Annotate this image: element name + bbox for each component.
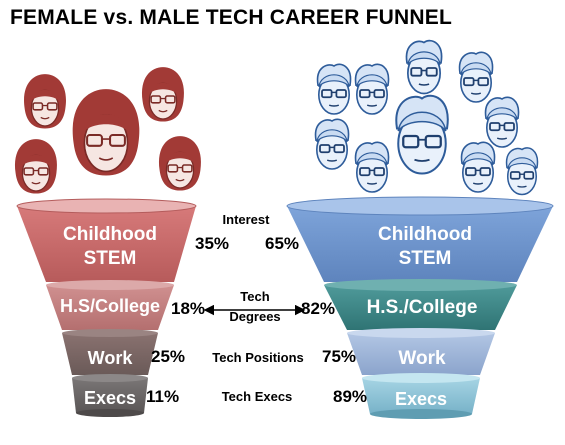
- female-funnel-rim: [46, 280, 174, 290]
- female-funnel-base: [76, 409, 144, 417]
- male-stage-3: Execs: [362, 373, 480, 419]
- male-funnel-rim: [324, 279, 517, 291]
- male-value: 65%: [265, 234, 299, 253]
- female-face-icon: [72, 89, 140, 176]
- female-funnel-segment: [62, 333, 158, 375]
- male-face-icon: [314, 118, 350, 170]
- chart-title: FEMALE vs. MALE TECH CAREER FUNNEL: [10, 6, 452, 29]
- center-label-interest: Interest: [223, 212, 271, 227]
- female-value: 18%: [171, 299, 205, 318]
- female-stage-2: Work: [62, 329, 158, 375]
- female-stage-3: Execs: [72, 374, 148, 417]
- female-face-icon: [142, 67, 184, 122]
- female-value: 35%: [195, 234, 229, 253]
- male-face-icon: [395, 94, 449, 175]
- male-face-icon: [354, 63, 390, 115]
- center-label-tech-execs: Tech Execs: [222, 389, 293, 404]
- male-faces-group: [314, 39, 539, 196]
- male-face-icon: [484, 96, 520, 148]
- male-value: 89%: [333, 387, 367, 406]
- female-stage-1: H.S/College: [46, 280, 174, 330]
- female-face-icon: [159, 136, 201, 191]
- male-face-icon: [405, 39, 443, 95]
- male-value: 82%: [301, 299, 335, 318]
- male-funnel-base: [370, 409, 472, 419]
- male-stage-2: Work: [347, 328, 495, 375]
- male-face-icon: [458, 51, 494, 103]
- male-funnel-segment: [362, 378, 480, 414]
- female-funnel-segment: [46, 285, 174, 330]
- female-stage-label: Work: [88, 348, 134, 368]
- female-face-icon: [24, 74, 66, 129]
- female-faces-group: [15, 67, 201, 194]
- male-face-icon: [354, 141, 390, 193]
- male-funnel-rim: [362, 373, 480, 383]
- center-label-tech-positions: Tech Positions: [212, 350, 304, 365]
- female-stage-label: H.S/College: [60, 296, 160, 316]
- male-values: 65% 82% 75% 89%: [265, 234, 367, 406]
- female-funnel-rim: [72, 374, 148, 382]
- male-face-icon: [460, 141, 496, 193]
- male-funnel-segment: [347, 333, 495, 375]
- male-funnel-rim: [286, 196, 554, 216]
- female-face-icon: [15, 139, 57, 194]
- male-face-icon: [316, 63, 352, 115]
- male-stage-label: H.S./College: [367, 297, 478, 318]
- male-value: 75%: [322, 347, 356, 366]
- male-funnel-segment: [287, 206, 553, 282]
- male-funnel-rim: [347, 328, 495, 338]
- female-value: 11%: [146, 387, 179, 406]
- male-face-icon: [505, 147, 539, 196]
- male-stage-label: Work: [398, 348, 446, 369]
- female-values: 35% 18% 25% 11%: [146, 234, 229, 406]
- male-funnel-segment: [324, 285, 517, 330]
- male-stage-1: H.S./College: [324, 279, 517, 330]
- female-funnel-segment: [72, 378, 148, 413]
- female-stage-label: Execs: [84, 388, 136, 408]
- female-funnel-rim: [62, 329, 158, 337]
- male-stage-label: Execs: [395, 389, 447, 409]
- female-funnel-segment: [17, 206, 196, 282]
- female-value: 25%: [151, 347, 185, 366]
- female-funnel-rim: [16, 198, 197, 214]
